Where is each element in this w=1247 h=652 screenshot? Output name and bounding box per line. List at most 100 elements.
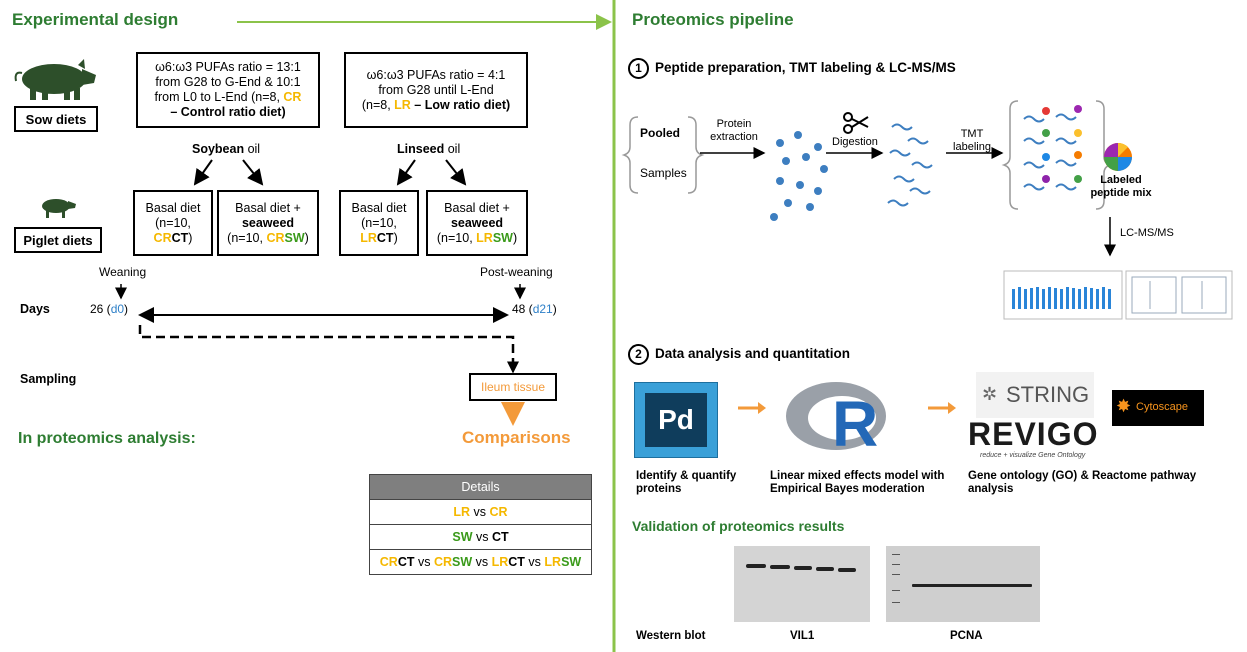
comparisons-label: Comparisons: [462, 428, 571, 447]
lr-line1: ω6:ω3 PUFAs ratio = 4:1: [366, 67, 506, 82]
vs-label: vs: [472, 555, 492, 569]
revigo-logo: REVIGO: [968, 416, 1099, 452]
cr-code: CR: [379, 555, 398, 569]
basal-label: Basal diet: [351, 200, 407, 215]
vs-label: vs: [470, 505, 490, 519]
lr-line3-desc: – Low ratio diet): [410, 97, 511, 112]
lr-code: LR: [394, 97, 411, 112]
ct-code: CT: [508, 555, 525, 569]
peptide-workflow-graphic: [621, 100, 1233, 320]
cr-code: CR: [153, 230, 172, 245]
lr-line3: (n=8, LR – Low ratio diet): [346, 98, 526, 113]
piglet-icon: [42, 199, 76, 218]
pd-logo-text: Pd: [645, 393, 707, 447]
cr-line4: – Control ratio diet): [170, 105, 286, 119]
step2-title: Data analysis and quantitation: [655, 346, 851, 361]
lrsw-code: (n=10, LRSW): [436, 230, 518, 245]
cr-code: CR: [283, 90, 302, 104]
piglet-diets-label: Piglet diets: [14, 227, 102, 253]
vil1-label: VIL1: [790, 630, 815, 642]
ct-code: CT: [171, 230, 189, 245]
n-label: (n=10,: [155, 215, 191, 230]
linseed-oil-label: Linseed oil: [397, 142, 460, 156]
d21-label: d21: [532, 302, 553, 316]
tmt-labeling-label: TMT labeling: [953, 128, 991, 153]
cr-line3-text: from L0 to L-End (n=8,: [154, 90, 284, 104]
validation-title: Validation of proteomics results: [632, 518, 845, 534]
r-logo-letter: R: [832, 388, 879, 460]
oil-word: oil: [244, 142, 261, 156]
vs-label: vs: [472, 530, 492, 544]
lcms-label: LC-MS/MS: [1120, 227, 1174, 239]
lr-code: LR: [544, 555, 562, 569]
crsw-box: Basal diet + seaweed (n=10, CRSW): [217, 190, 319, 256]
string-logo: ✲ STRING: [976, 372, 1094, 418]
n-label: (n=10,: [361, 215, 397, 230]
d0-label: d0: [110, 302, 125, 316]
step1-title: Peptide preparation, TMT labeling & LC-M…: [655, 60, 956, 75]
protein-extraction-label: Protein extraction: [710, 118, 758, 143]
vs-label: vs: [414, 555, 434, 569]
western-blot-label: Western blot: [636, 630, 706, 642]
lr-code: LR: [491, 555, 509, 569]
string-network-icon: ✲: [982, 384, 998, 404]
comparison-all-groups: CRCT vs CRSW vs LRCT vs LRSW: [369, 549, 592, 575]
r-caption: Linear mixed effects model with Empirica…: [770, 470, 945, 495]
proteomics-pipeline-title: Proteomics pipeline: [632, 10, 794, 29]
cr-line1: ω6:ω3 PUFAs ratio = 13:1: [155, 60, 301, 74]
cr-code: CR: [489, 505, 508, 519]
ct-code: CT: [491, 530, 509, 544]
cytoscape-icon: ✸: [1116, 396, 1132, 416]
sow-diets-label: Sow diets: [14, 106, 98, 132]
cytoscape-logo: ✸ Cytoscape: [1112, 390, 1204, 426]
ct-code: CT: [397, 555, 415, 569]
day-end: 48 (d21): [512, 302, 557, 316]
lr-code: LR: [360, 230, 377, 245]
cr-code: CR: [266, 230, 285, 245]
crct-box: Basal diet (n=10, CRCT): [133, 190, 213, 256]
cr-line2: from G28 to G-End & 10:1: [155, 75, 301, 89]
ct-code: CT: [376, 230, 394, 245]
labeled-peptide-mix-label: Labeled peptide mix: [1090, 174, 1152, 199]
low-ratio-diet-box: ω6:ω3 PUFAs ratio = 4:1 from G28 until L…: [344, 52, 528, 128]
sw-code: SW: [284, 230, 305, 245]
details-header: Details: [369, 474, 592, 500]
proteome-discoverer-logo: Pd: [634, 382, 718, 458]
vil1-blot-image: [734, 546, 870, 622]
days-label: Days: [20, 302, 50, 316]
oil-word: oil: [444, 142, 461, 156]
lr-line2: from G28 until L-End: [378, 82, 494, 97]
lr-line3-text: (n=8,: [361, 97, 395, 112]
details-table: Details LR vs CR SW vs CT CRCT vs CRSW v…: [369, 474, 592, 575]
experimental-design-title: Experimental design: [12, 10, 179, 29]
arrow-icon: [928, 402, 956, 414]
basal-label: Basal diet: [145, 200, 201, 215]
string-text: STRING: [1006, 382, 1090, 407]
ileum-tissue-box: Ileum tissue: [469, 373, 557, 401]
sw-code: SW: [452, 555, 473, 569]
basal-plus-label: Basal diet +: [444, 200, 510, 215]
pcna-label: PCNA: [950, 630, 983, 642]
vs-label: vs: [524, 555, 545, 569]
postweaning-label: Post-weaning: [480, 265, 553, 279]
seaweed-label: seaweed: [241, 215, 295, 230]
pd-caption: Identify & quantify proteins: [636, 470, 737, 495]
control-ratio-diet-box: ω6:ω3 PUFAs ratio = 13:1 from G28 to G-E…: [136, 52, 320, 128]
pooled-label: Pooled: [640, 126, 681, 140]
soybean-word: Soybean: [192, 142, 245, 156]
lr-code: LR: [476, 230, 493, 245]
lrsw-box: Basal diet + seaweed (n=10, LRSW): [426, 190, 528, 256]
sw-code: SW: [492, 230, 513, 245]
paren: ): [124, 302, 129, 316]
comparison-lr-cr: LR vs CR: [369, 499, 592, 525]
lrct-code: LRCT): [360, 230, 398, 245]
digestion-label: Digestion: [832, 136, 878, 148]
crsw-code: (n=10, CRSW): [227, 230, 309, 245]
sampling-label: Sampling: [20, 372, 77, 386]
weaning-label: Weaning: [99, 265, 147, 279]
soybean-oil-label: Soybean oil: [192, 142, 260, 156]
lrct-box: Basal diet (n=10, LRCT): [339, 190, 419, 256]
linseed-word: Linseed: [397, 142, 445, 156]
